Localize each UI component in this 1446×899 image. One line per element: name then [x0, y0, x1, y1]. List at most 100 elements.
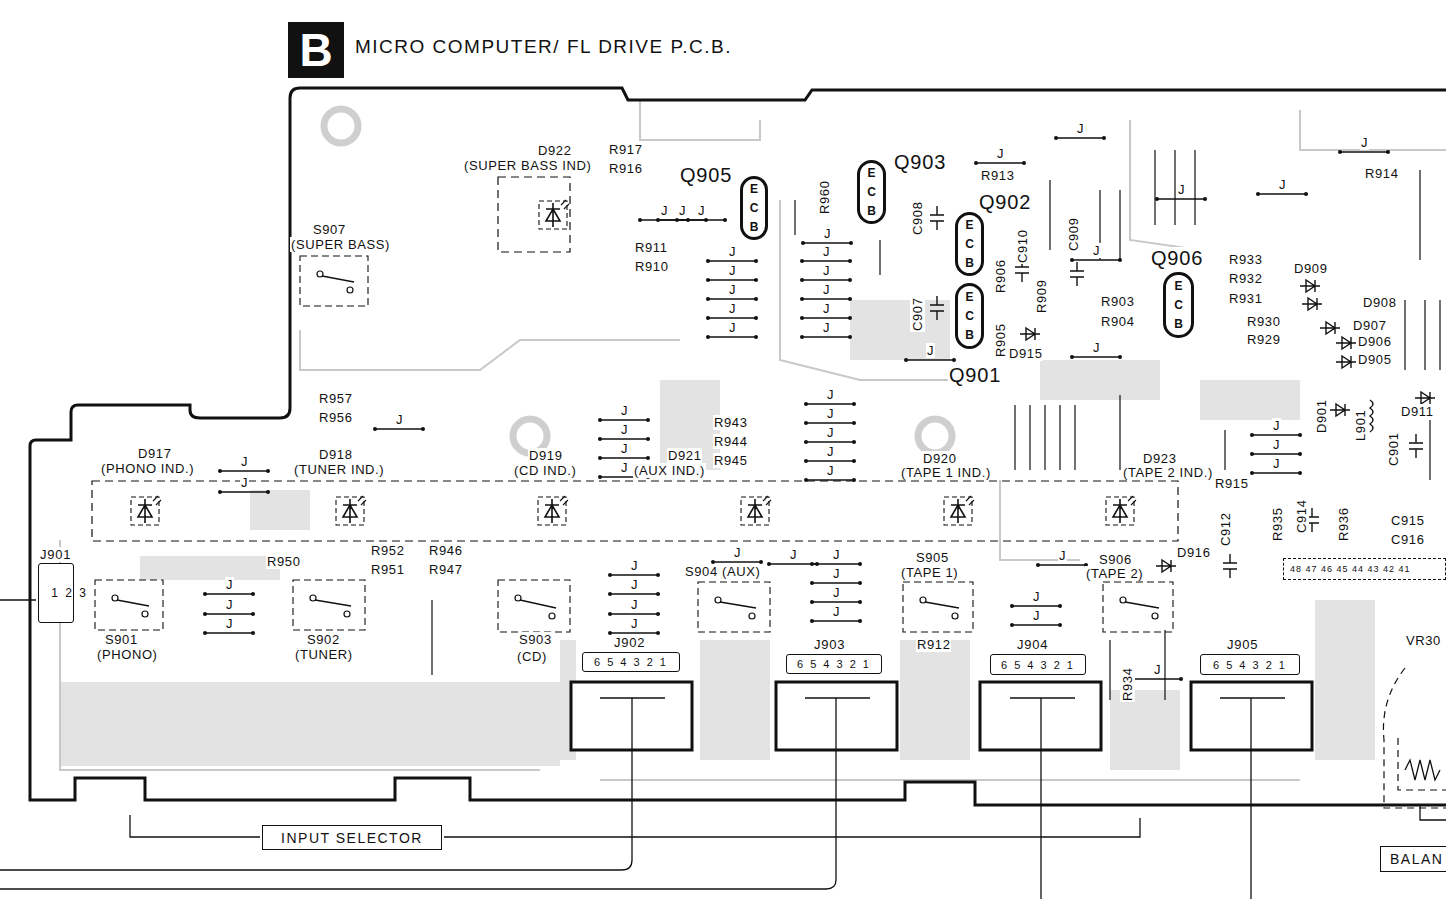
solder-pad	[848, 297, 852, 301]
solder-pad	[1010, 604, 1014, 608]
part-label: R947	[428, 562, 463, 577]
solder-pad	[1386, 150, 1390, 154]
part-label: R914	[1364, 166, 1399, 181]
cable-wire	[0, 600, 1446, 899]
solder-pad	[800, 278, 804, 282]
cable-wire	[1220, 698, 1285, 899]
switch-outline	[498, 580, 570, 632]
diode-symbol	[1320, 322, 1340, 334]
jumper-wire	[806, 403, 854, 404]
part-label: (SUPER BASS IND)	[463, 158, 592, 173]
part-label: R909	[1034, 279, 1049, 314]
solder-pad	[852, 440, 856, 444]
solder-pad	[598, 437, 602, 441]
copper-area	[900, 640, 970, 760]
solder-pad	[1036, 563, 1040, 567]
solder-pad	[1338, 150, 1342, 154]
solder-pad	[1070, 258, 1074, 262]
pin-text: INPUT SELECTOR	[273, 830, 431, 846]
jumper-label: J	[832, 547, 841, 562]
jumper-wire	[1133, 678, 1181, 679]
part-reference: J902	[613, 635, 646, 650]
jumper-label: J	[395, 412, 404, 427]
part-label: S907	[312, 222, 347, 237]
board-title: MICRO COMPUTER/ FL DRIVE P.C.B.	[355, 36, 732, 58]
part-reference: Q901	[948, 364, 1002, 387]
part-label: R932	[1228, 271, 1263, 286]
solder-pad	[804, 402, 808, 406]
transistor-outline: Q903E C B	[857, 160, 886, 224]
part-label: S906	[1098, 552, 1133, 567]
switch-contact	[347, 287, 353, 293]
part-label: R944	[713, 434, 748, 449]
part-label: R960	[817, 180, 832, 215]
capacitor-symbol	[930, 296, 944, 320]
jumper-label: J	[728, 263, 737, 278]
vr-outline	[1383, 668, 1446, 808]
jumper-label: J	[630, 597, 639, 612]
part-label: D911	[1400, 404, 1435, 419]
led-frame	[944, 497, 972, 525]
solder-pad	[1179, 677, 1183, 681]
transistor-outline: Q906E C B	[1163, 272, 1194, 338]
cable-wire	[0, 698, 870, 889]
diode-symbol	[1415, 392, 1435, 404]
solder-pad	[804, 459, 808, 463]
jumper-label: J	[225, 616, 234, 631]
solder-pad	[608, 592, 612, 596]
solder-pad	[598, 418, 602, 422]
part-label: D922	[537, 143, 572, 158]
jumper-wire	[802, 336, 850, 337]
led-symbol	[748, 499, 762, 523]
part-label: (TUNER)	[294, 647, 354, 662]
jumper-wire	[708, 260, 756, 261]
solder-pad	[852, 402, 856, 406]
solder-pad	[1256, 192, 1260, 196]
solder-pad	[656, 592, 660, 596]
part-label: (TAPE 1 IND.)	[900, 465, 992, 480]
solder-pad	[608, 612, 612, 616]
jumper-wire	[976, 162, 1024, 163]
led-outline	[498, 177, 570, 252]
solder-pad	[723, 218, 727, 222]
solder-pad	[1010, 623, 1014, 627]
solder-pad	[373, 427, 377, 431]
solder-pad	[646, 418, 650, 422]
mounting-hole	[324, 109, 358, 143]
part-label: D905	[1357, 352, 1392, 367]
jumper-label: J	[826, 406, 835, 421]
solder-pad	[815, 562, 819, 566]
part-label: (CD)	[516, 649, 548, 664]
jumper-wire	[1012, 624, 1060, 625]
led-symbol	[138, 499, 152, 523]
jumper-wire	[708, 279, 756, 280]
jumper-wire	[1252, 472, 1300, 473]
copper-area	[1200, 380, 1300, 420]
jumper-wire	[1038, 564, 1086, 565]
jumper-label: J	[926, 343, 935, 358]
part-reference: Q905	[679, 164, 733, 187]
part-label: C916	[1390, 532, 1425, 547]
solder-pad	[754, 316, 758, 320]
solder-pad	[203, 612, 207, 616]
jumper-wire	[812, 563, 860, 564]
jumper-label: J	[1076, 121, 1085, 136]
solder-pad	[1250, 433, 1254, 437]
connector-j901: J9011 2 3	[38, 563, 74, 623]
led-rays	[1128, 496, 1136, 505]
switch-outline	[698, 582, 770, 632]
solder-pad	[848, 278, 852, 282]
cable-wire	[0, 698, 665, 870]
jumper-wire	[708, 336, 756, 337]
jumper-wire	[220, 491, 268, 492]
jumper-wire	[812, 620, 860, 621]
solder-pad	[1118, 258, 1122, 262]
jumper-label: J	[996, 146, 1005, 161]
part-label: D915	[1008, 346, 1043, 361]
part-label: D916	[1176, 545, 1211, 560]
pin-text: B	[299, 25, 332, 75]
jumper-label: J	[620, 422, 629, 437]
part-reference: J901	[39, 547, 72, 562]
solder-pad	[656, 631, 660, 635]
led-frame	[131, 497, 159, 525]
